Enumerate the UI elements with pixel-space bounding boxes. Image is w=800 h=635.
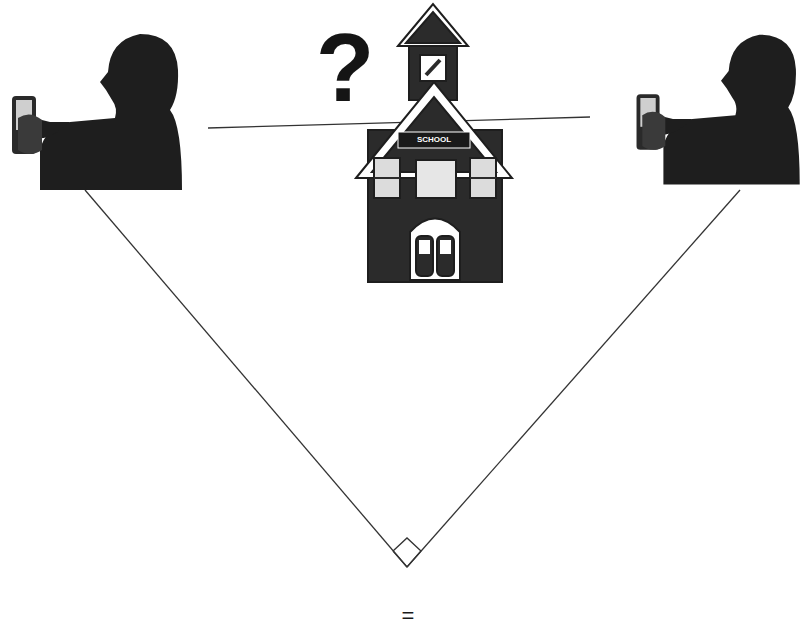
question-mark: ? xyxy=(316,20,375,116)
person-silhouette xyxy=(637,35,800,185)
right-line xyxy=(407,190,740,567)
left-line xyxy=(85,190,407,567)
equals-sign: = xyxy=(402,605,415,627)
right-angle-mark xyxy=(393,538,421,551)
sign-text: SCHOOL xyxy=(417,136,451,144)
person-silhouette xyxy=(12,34,182,190)
right-angle-mark xyxy=(393,551,421,567)
schoolhouse xyxy=(356,4,512,282)
